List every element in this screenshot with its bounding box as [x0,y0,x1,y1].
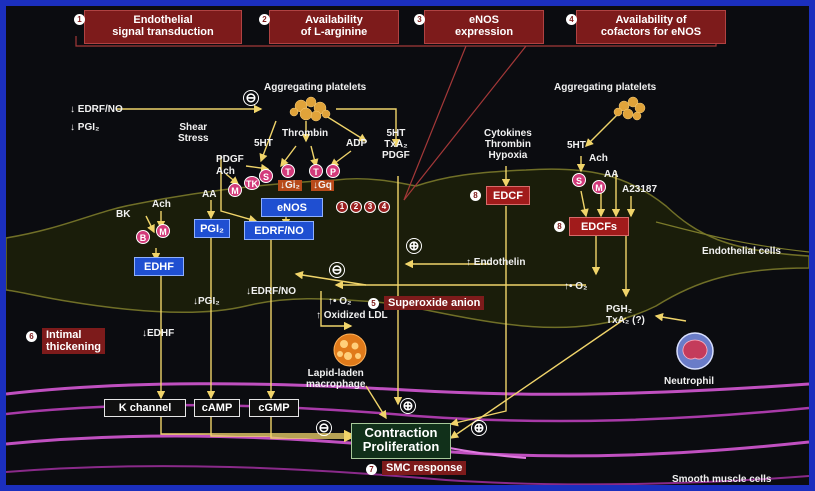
box-edrf-no: EDRF/NO [244,221,314,240]
pathway-arrows [116,104,687,443]
label-superoxide-right: ↑• O₂ [564,281,588,292]
label-intimal-thickening: Intimal thickening [42,328,106,354]
box-cgmp: cGMP [249,399,299,417]
label-5ht-right: 5HT [567,140,586,151]
label-a23187: A23187 [622,184,658,195]
label-superoxide-anion: Superoxide anion [384,296,485,310]
cofactor-2: 2 [350,201,362,213]
label-cytokines-thrombin-hypoxia: Cytokines Thrombin Hypoxia [484,128,532,161]
number-3: 3 [414,14,425,25]
receptor-t-2: T [309,164,323,178]
number-1: 1 [74,14,85,25]
box-enos: eNOS [261,198,323,217]
box-edhf: EDHF [134,257,184,276]
inhibition-sign-bottom: ⊖ [316,420,332,436]
bracket-pointer-2 [403,45,527,201]
cofactor-3: 3 [364,201,376,213]
box-endothelial-signal-transduction: Endothelial signal transduction [84,10,242,44]
box-camp: cAMP [194,399,240,417]
number-2: 2 [259,14,270,25]
receptor-tk: TK [244,176,260,190]
number-5: 5 [368,298,379,309]
number-4: 4 [566,14,577,25]
label-smooth-muscle-cells: Smooth muscle cells [672,474,772,485]
label-5ht-txa2-pdgf: 5HT TxA₂ PDGF [382,128,410,161]
label-bk: BK [116,209,131,220]
label-endothelin: ↑ Endothelin [466,257,526,268]
label-superoxide-left: ↑• O₂ [328,296,352,307]
label-edrf-no-down: ↓ EDRF/NO [70,104,123,115]
box-availability-l-arginine: Availability of L-arginine [269,10,399,44]
label-ach-1: Ach [216,166,235,177]
smooth-muscle-membrane-1 [6,382,809,396]
label-pgi2-down: ↓ PGI₂ [70,122,100,133]
label-pgh2-txa2: PGH₂ TxA₂ (?) [606,304,645,326]
label-edrf-no-reduced: ↓EDRF/NO [246,286,296,297]
box-edcf: EDCF [486,186,530,205]
box-enos-expression: eNOS expression [424,10,544,44]
label-shear-stress: Shear Stress [178,122,209,144]
label-lipid-laden-macrophage: Lapid-laden macrophage [306,368,366,390]
label-ach-left: Ach [152,199,171,210]
label-ach-right: Ach [589,153,608,164]
label-oxidized-ldl: ↑ Oxidized LDL [316,310,388,321]
number-8-edcf: 8 [470,190,481,201]
label-neutrophil: Neutrophil [664,376,714,387]
label-5ht-left: 5HT [254,138,273,149]
number-6: 6 [26,331,37,342]
number-8-edcfs: 8 [554,221,565,232]
label-edhf-reduced: ↓EDHF [142,328,175,339]
label-pdgf: PDGF [216,154,244,165]
box-edcfs: EDCFs [569,217,629,236]
endothelial-cell-outline-right [655,221,809,253]
label-endothelial-cells: Endothelial cells [702,246,781,257]
label-thrombin: Thrombin [282,128,329,139]
label-aa-1: AA [202,189,217,200]
cofactor-1: 1 [336,201,348,213]
number-7: 7 [366,464,377,475]
label-aggregating-platelets-right: Aggregating platelets [554,82,657,93]
box-cofactors-enos: Availability of cofactors for eNOS [576,10,726,44]
inhibition-sign-top: ⊖ [243,90,259,106]
label-gi2: ↓Gi₂ [278,180,302,191]
receptor-m-3: M [592,180,606,194]
label-gq: ↓Gq [311,180,334,191]
label-adp: ADP [346,138,368,149]
label-aggregating-platelets-left: Aggregating platelets [264,82,367,93]
box-k-channel: K channel [104,399,186,417]
box-contraction-proliferation: Contraction Proliferation [351,423,451,459]
label-pgi2-reduced: ↓PGI₂ [193,296,220,307]
pathway-diagram: Endothelial signal transduction 1 Availa… [6,6,809,485]
stimulation-sign-right: ⊕ [471,420,487,436]
bracket-pointer [403,45,467,201]
receptor-t-1: T [281,164,295,178]
receptor-m-1: M [228,183,242,197]
receptor-m-2: M [156,224,170,238]
receptor-p: P [326,164,340,178]
box-pgi2: PGI₂ [194,219,230,238]
smooth-muscle-membrane-4 [6,465,809,485]
receptor-s-1: S [259,169,273,183]
receptor-b: B [136,230,150,244]
receptor-s-2: S [572,173,586,187]
label-smc-response: SMC response [382,461,467,475]
stimulation-sign-endothelin: ⊕ [406,238,422,254]
stimulation-sign-bottom: ⊕ [400,398,416,414]
cofactor-4: 4 [378,201,390,213]
label-aa-right: AA [604,169,619,180]
inhibition-sign-middle: ⊖ [329,262,345,278]
